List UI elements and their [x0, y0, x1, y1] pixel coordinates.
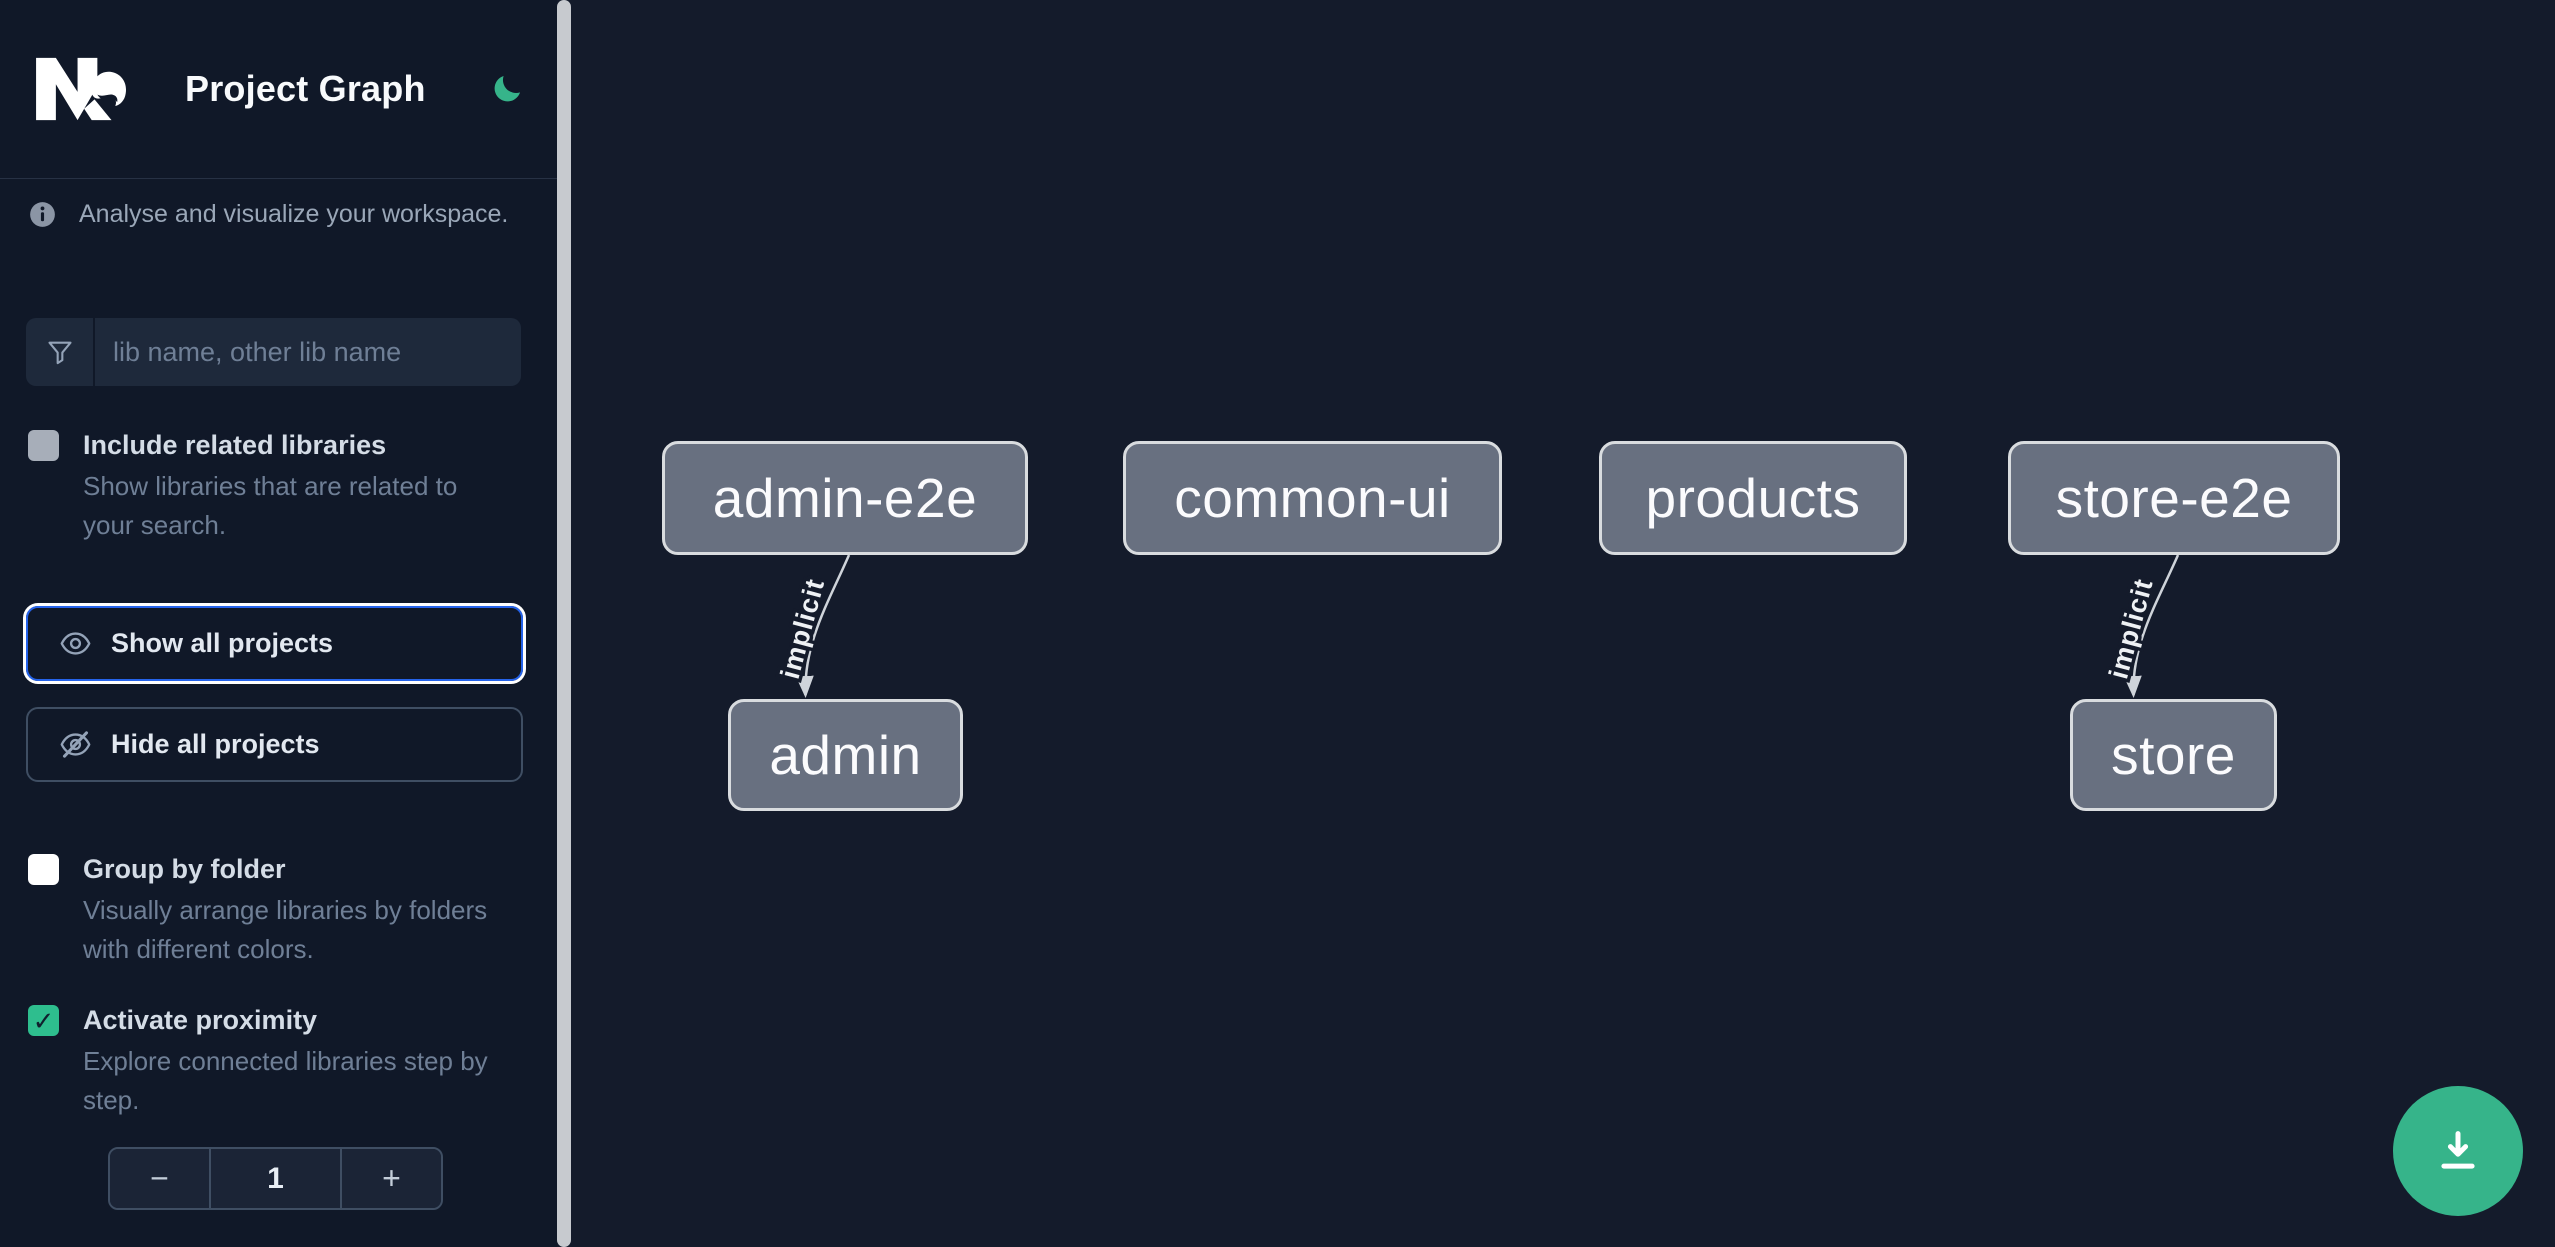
- show-all-projects-label: Show all projects: [111, 628, 334, 658]
- eye-icon: [60, 632, 91, 655]
- proximity-stepper: − 1 +: [108, 1147, 443, 1210]
- toggle-include-related-libraries: ✓ Include related libraries Show librari…: [28, 427, 528, 545]
- graph-node-products[interactable]: products: [1599, 441, 1907, 555]
- tagline-text: Analyse and visualize your workspace.: [79, 200, 509, 228]
- toggle-label[interactable]: Activate proximity: [83, 1005, 318, 1035]
- hide-all-projects-button[interactable]: Hide all projects: [26, 707, 523, 782]
- proximity-decrement-button[interactable]: −: [110, 1149, 209, 1208]
- graph-node-store-e2e[interactable]: store-e2e: [2008, 441, 2340, 555]
- toggle-activate-proximity: ✓ Activate proximity Explore connected l…: [28, 1002, 528, 1120]
- show-all-projects-button[interactable]: Show all projects: [26, 606, 523, 681]
- download-graph-button[interactable]: [2393, 1086, 2523, 1216]
- theme-toggle-button[interactable]: [487, 69, 527, 109]
- group-by-folder-checkbox[interactable]: ✓: [28, 854, 59, 885]
- toggle-label[interactable]: Include related libraries: [83, 430, 387, 460]
- moon-icon: [494, 75, 521, 102]
- search-box: [26, 318, 521, 386]
- sidebar: Project Graph Analyse and visualize your…: [0, 0, 557, 1247]
- graph-edge-store-e2e-store[interactable]: [2123, 554, 2180, 698]
- toggle-group-by-folder: ✓ Group by folder Visually arrange libra…: [28, 851, 528, 969]
- toggle-description: Visually arrange libraries by folders wi…: [83, 895, 488, 964]
- info-icon: [30, 202, 55, 227]
- hide-all-projects-label: Hide all projects: [111, 729, 320, 759]
- sidebar-header: Project Graph: [0, 0, 557, 179]
- page-title: Project Graph: [185, 68, 426, 109]
- sidebar-resize-handle[interactable]: [557, 0, 571, 1247]
- graph-node-store[interactable]: store: [2070, 699, 2277, 811]
- graph-node-admin-e2e[interactable]: admin-e2e: [662, 441, 1028, 555]
- tagline-row: Analyse and visualize your workspace.: [29, 200, 529, 229]
- graph-edge-admin-e2e-admin[interactable]: [795, 554, 851, 698]
- nx-logo-icon: [36, 57, 127, 121]
- activate-proximity-checkbox[interactable]: ✓: [28, 1005, 59, 1036]
- proximity-value: 1: [209, 1149, 342, 1208]
- edge-label: implicit: [2103, 575, 2159, 682]
- toggle-description: Explore connected libraries step by step…: [83, 1046, 488, 1115]
- toggle-description: Show libraries that are related to your …: [83, 471, 458, 540]
- filter-icon: [26, 318, 95, 386]
- graph-node-admin[interactable]: admin: [728, 699, 963, 811]
- graph-node-common-ui[interactable]: common-ui: [1123, 441, 1502, 555]
- search-input[interactable]: [95, 318, 521, 386]
- include-related-libraries-checkbox[interactable]: ✓: [28, 430, 59, 461]
- toggle-label[interactable]: Group by folder: [83, 854, 286, 884]
- download-icon: [2441, 1131, 2475, 1169]
- edge-label: implicit: [775, 575, 831, 682]
- eye-slash-icon: [60, 731, 91, 758]
- proximity-increment-button[interactable]: +: [342, 1149, 441, 1208]
